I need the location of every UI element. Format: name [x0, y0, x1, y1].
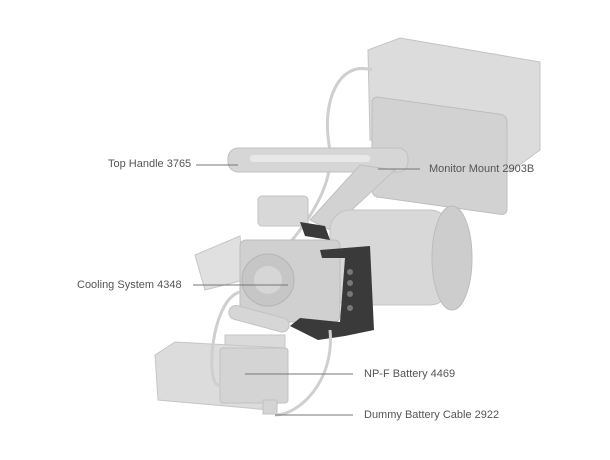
label-cooling-system: Cooling System 4348: [77, 279, 182, 291]
top-handle: [227, 147, 409, 231]
npf-battery: [154, 341, 289, 415]
camera-cage: [290, 222, 374, 340]
label-top-handle: Top Handle 3765: [108, 158, 192, 170]
cable-segment: [274, 329, 332, 417]
label-npf-battery: NP-F Battery 4469: [364, 368, 456, 380]
monitor: [367, 37, 541, 215]
label-dummy-battery-cable: Dummy Battery Cable 2922: [364, 409, 500, 421]
dummy-battery-cable-illustration: [210, 290, 241, 387]
leader-lines: [193, 164, 420, 416]
label-monitor-mount: Monitor Mount 2903B: [429, 163, 535, 175]
camera-body: [194, 195, 341, 323]
